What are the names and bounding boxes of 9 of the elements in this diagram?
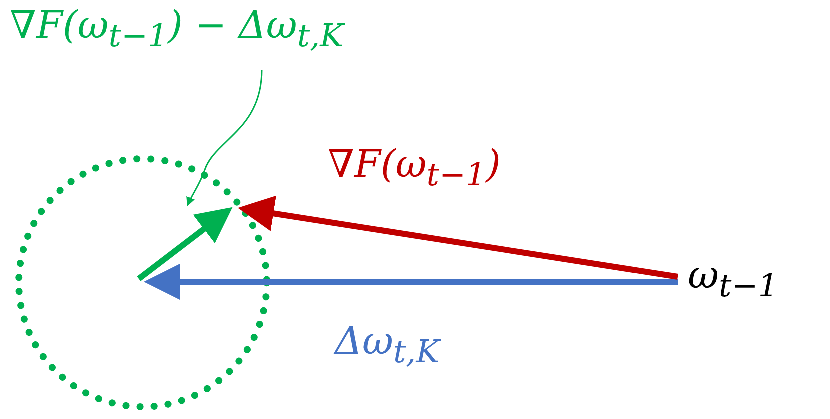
vector-arrow bbox=[238, 196, 678, 280]
edge-label: ∇F(ω$_{t−1}$) bbox=[328, 145, 501, 192]
vector-arrow bbox=[137, 207, 233, 282]
vector-arrow bbox=[144, 264, 678, 300]
leader-line bbox=[186, 70, 263, 206]
math-label: ω$_{t−1}$ bbox=[688, 256, 778, 304]
dotted-circle bbox=[16, 156, 270, 410]
edge-label: Δω$_{t,K}$ bbox=[335, 322, 440, 370]
math-label: ∇F(ω$_{t−1}$) − Δω$_{t,K}$ bbox=[10, 6, 344, 54]
